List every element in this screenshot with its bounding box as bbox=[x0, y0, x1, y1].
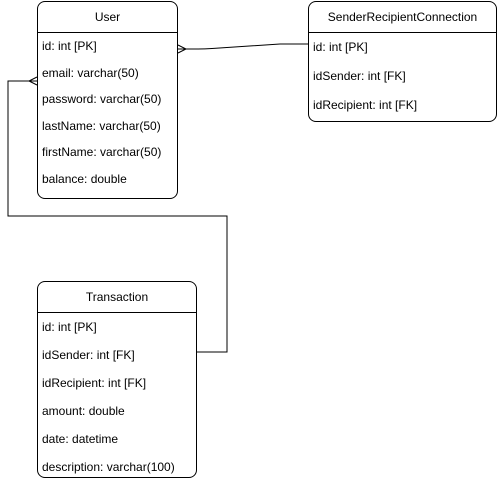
crowfoot-user-end-icon bbox=[177, 44, 188, 54]
table-connection-field[interactable]: id: int [PK] bbox=[313, 40, 368, 54]
table-connection-field[interactable]: idRecipient: int [FK] bbox=[313, 98, 418, 112]
table-user-field[interactable]: lastName: varchar(50) bbox=[42, 118, 161, 133]
table-user-field[interactable]: password: varchar(50) bbox=[42, 92, 162, 106]
table-transaction-field[interactable]: date: datetime bbox=[42, 432, 119, 446]
table-transaction-title: Transaction bbox=[38, 282, 196, 313]
table-sender-recipient-connection[interactable]: SenderRecipientConnection id: int [PK] i… bbox=[308, 1, 497, 122]
table-user-title: User bbox=[38, 2, 177, 33]
table-user-field[interactable]: balance: double bbox=[42, 171, 127, 186]
relation-line-transaction-user bbox=[7, 80, 228, 353]
relation-line-user-connection bbox=[178, 43, 308, 50]
table-transaction-field[interactable]: amount: double bbox=[42, 404, 125, 418]
table-connection-title: SenderRecipientConnection bbox=[309, 2, 496, 33]
table-user[interactable]: User id: int [PK] email: varchar(50) pas… bbox=[37, 1, 178, 199]
table-user-field[interactable]: email: varchar(50) bbox=[42, 65, 139, 80]
table-transaction[interactable]: Transaction id: int [PK] idSender: int [… bbox=[37, 281, 197, 478]
table-transaction-field[interactable]: description: varchar(100) bbox=[42, 460, 175, 474]
table-transaction-field[interactable]: idRecipient: int [FK] bbox=[42, 376, 147, 390]
table-transaction-field[interactable]: id: int [PK] bbox=[42, 320, 97, 334]
table-user-field[interactable]: id: int [PK] bbox=[42, 39, 97, 53]
crowfoot-user-email-end-icon bbox=[27, 76, 38, 86]
table-connection-field[interactable]: idSender: int [FK] bbox=[313, 69, 406, 83]
table-transaction-field[interactable]: idSender: int [FK] bbox=[42, 348, 135, 362]
table-user-field[interactable]: firstName: varchar(50) bbox=[42, 145, 162, 159]
